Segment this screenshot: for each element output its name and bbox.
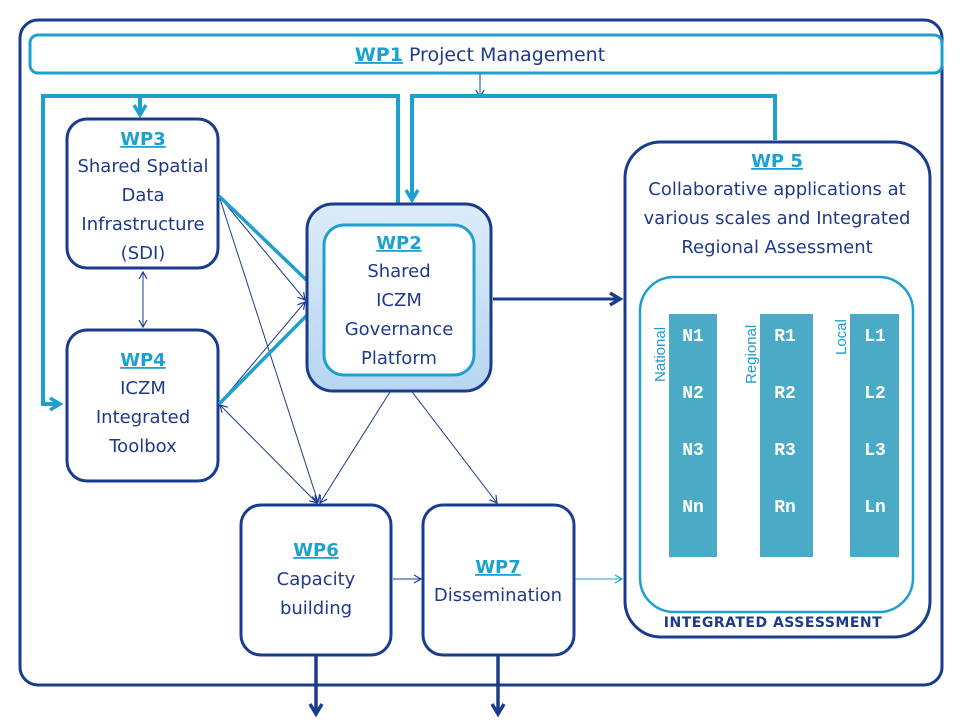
wp2-line-2: ICZM [376,290,422,311]
wp4-line-2: Integrated [96,407,190,428]
cell-l3: L3 [864,441,886,461]
wp5-line-2: various scales and Integrated [644,208,911,229]
wp4-to-wp2-bold [217,297,325,406]
cell-rn: Rn [774,498,796,518]
cell-n3: N3 [682,441,704,461]
scale-column-local: Local L1 L2 L3 Ln [833,314,899,557]
wp1-title: Project Management [409,44,605,66]
wp5-box[interactable]: WP 5 Collaborative applications at vario… [623,140,932,639]
cell-n1: N1 [682,327,704,347]
wp4-id[interactable]: WP4 [120,350,166,371]
wp4-line-1: ICZM [120,378,166,399]
wp2-to-wp7-thin [399,375,498,504]
wp2-box[interactable]: WP2 Shared ICZM Governance Platform [305,202,493,393]
wp3-box[interactable]: WP3 Shared Spatial Data Infrastructure (… [65,117,220,270]
cell-r1: R1 [774,327,796,347]
wp3-line-2: Data [122,185,165,206]
wp5-line-1: Collaborative applications at [648,179,905,200]
cell-ln: Ln [864,498,886,518]
regional-label: Regional [743,325,760,384]
wp5-line-3: Regional Assessment [681,237,872,258]
wp6-box[interactable]: WP6 Capacity building [239,503,393,657]
wp7-line-1: Dissemination [434,585,562,606]
wp3-to-wp2-bold [217,194,325,298]
wp4-line-3: Toolbox [108,436,177,457]
wp3-line-1: Shared Spatial [77,156,208,177]
wp6-line-1: Capacity [277,569,356,590]
wp4-box[interactable]: WP4 ICZM Integrated Toolbox [65,328,220,483]
wp7-box[interactable]: WP7 Dissemination [421,503,576,657]
cell-l2: L2 [864,384,886,404]
integrated-assessment-caption: Integrated assessment [664,615,882,631]
wp1-to-wp3-wp4-connector [41,94,400,412]
cell-nn: Nn [682,498,704,518]
wp7-id[interactable]: WP7 [475,557,521,578]
national-label: National [652,327,669,382]
wp5-id[interactable]: WP 5 [751,151,803,172]
cell-r2: R2 [774,384,796,404]
wp2-line-3: Governance [345,319,454,340]
wp3-to-wp2-thin [218,195,306,301]
local-label: Local [833,319,850,355]
cell-r3: R3 [774,441,796,461]
wp3-line-3: Infrastructure [81,214,204,235]
wp3-id[interactable]: WP3 [120,129,166,150]
wp5-to-wp2-connector [404,94,777,204]
wp2-to-wp6-thin [319,375,401,505]
scale-column-national: National N1 N2 N3 Nn [652,314,717,557]
wp2-id[interactable]: WP2 [376,233,422,254]
wp4-to-wp2-thin [218,301,306,405]
wp2-line-4: Platform [361,348,437,369]
wp1-box[interactable]: WP1 Project Management [28,33,944,75]
wp3-line-4: (SDI) [121,243,166,264]
cell-l1: L1 [864,327,886,347]
wp2-line-1: Shared [367,261,430,282]
wp1-id[interactable]: WP1 [355,44,403,66]
wp6-id[interactable]: WP6 [293,540,339,561]
wp6-line-2: building [280,598,352,619]
cell-n2: N2 [682,384,704,404]
wp4-wp6-thin [219,404,318,504]
scale-column-regional: Regional R1 R2 R3 Rn [743,314,813,557]
